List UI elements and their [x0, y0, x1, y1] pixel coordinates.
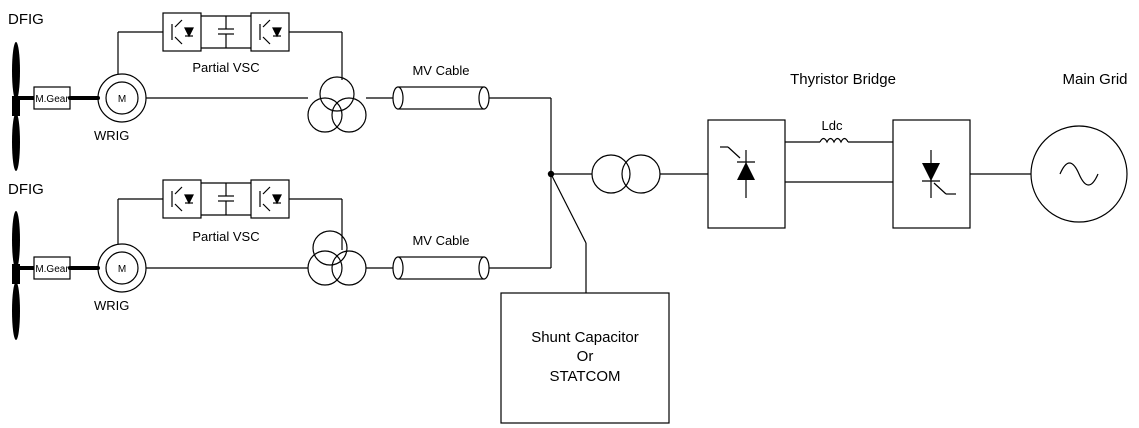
turbine-blades-bottom — [12, 211, 20, 340]
dc-link — [785, 137, 893, 183]
rectifier-bridge — [707, 119, 786, 229]
vsc-label-top: Partial VSC — [192, 60, 259, 75]
vsc-label-bottom: Partial VSC — [192, 229, 259, 244]
dfig-branch-top: DFIG M.Gear M WRIG — [8, 11, 551, 171]
motor-label-top: M — [118, 94, 126, 105]
vsc-right-box-bottom — [250, 179, 290, 219]
shunt-label-line3: STATCOM — [549, 368, 620, 385]
vsc-right-box-top — [250, 12, 290, 52]
main-grid-label: Main Grid — [1062, 71, 1127, 88]
shunt-label-line2: Or — [577, 348, 594, 365]
main-grid-source — [1030, 125, 1128, 223]
motor-label-bottom: M — [118, 264, 126, 275]
gear-label-bottom: M.Gear — [35, 264, 69, 275]
wrig-label-bottom: WRIG — [94, 298, 129, 313]
transformer-top — [307, 76, 367, 133]
inverter-bridge — [892, 119, 971, 229]
turbine-blades-top — [12, 42, 20, 171]
ldc-label: Ldc — [822, 118, 843, 133]
gear-label-top: M.Gear — [35, 94, 69, 105]
vsc-left-box-top — [162, 12, 202, 52]
transformer-bottom — [307, 230, 367, 286]
main-transformer — [591, 154, 661, 194]
shunt-statcom-box: Shunt Capacitor Or STATCOM — [500, 292, 670, 424]
vsc-left-box-bottom — [162, 179, 202, 219]
dfig-branch-bottom: DFIG M.Gear M WRIG Part — [8, 179, 551, 340]
wrig-label-top: WRIG — [94, 128, 129, 143]
dfig-label-top: DFIG — [8, 11, 44, 28]
shunt-label-line1: Shunt Capacitor — [531, 329, 639, 346]
mv-cable-top — [392, 86, 490, 110]
dfig-label-bottom: DFIG — [8, 181, 44, 198]
mv-cable-bottom — [392, 256, 490, 280]
thyristor-bridge-label: Thyristor Bridge — [790, 71, 896, 88]
cable-label-bottom: MV Cable — [412, 233, 469, 248]
cable-label-top: MV Cable — [412, 63, 469, 78]
collector-bus — [547, 98, 592, 293]
